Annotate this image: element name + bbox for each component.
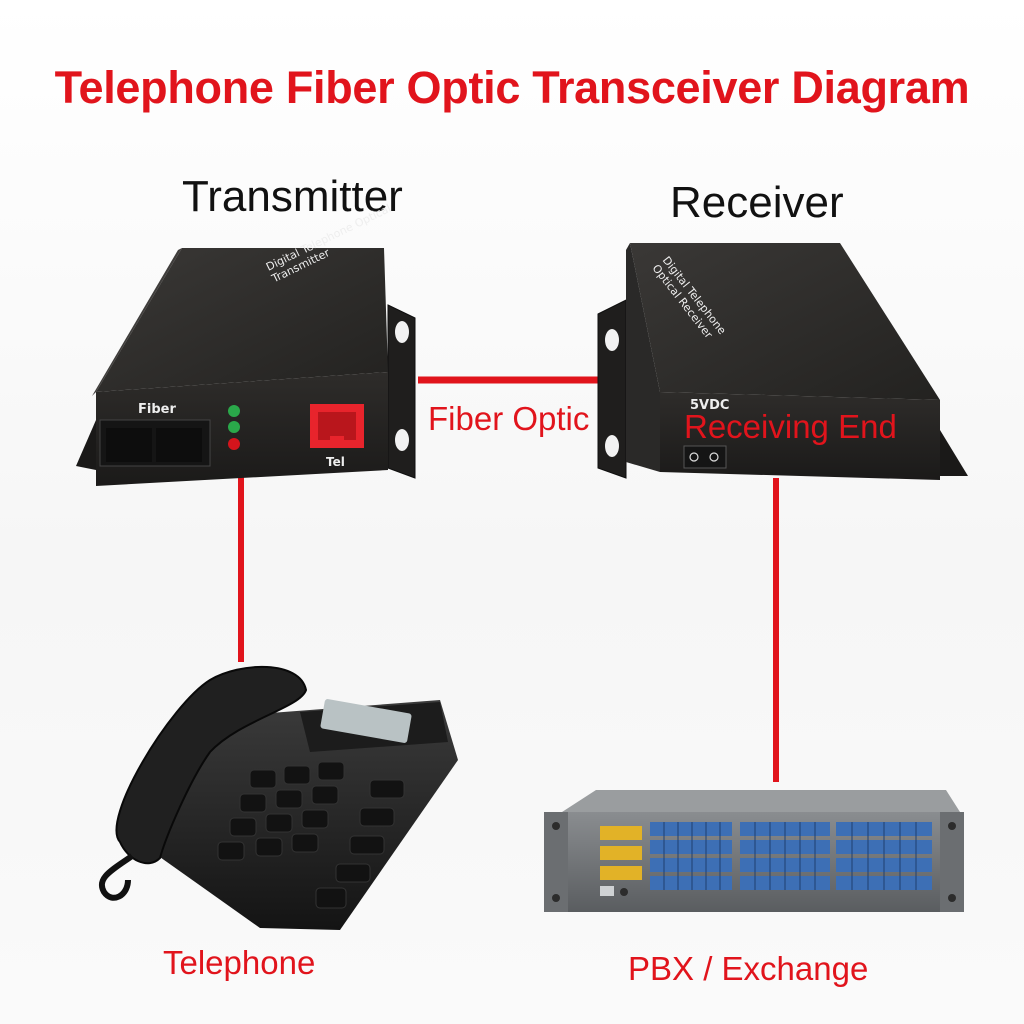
- transmitter-device-icon: [76, 248, 416, 486]
- pbx-rack-icon: [544, 790, 964, 912]
- diagram-title: Telephone Fiber Optic Transceiver Diagra…: [54, 62, 970, 113]
- fiber-port-label: Fiber: [138, 402, 176, 417]
- telephone-label: Telephone: [163, 944, 316, 981]
- connection-lines: [238, 376, 779, 782]
- pbx-label: PBX / Exchange: [628, 950, 869, 987]
- fiber-optic-label: Fiber Optic: [428, 400, 590, 437]
- receiving-end-label: Receiving End: [684, 408, 897, 445]
- transmitter-heading: Transmitter: [182, 172, 403, 221]
- receiver-device-icon: [597, 243, 968, 480]
- power-port-label: 5VDC: [690, 398, 730, 413]
- tel-port-label: Tel: [326, 455, 345, 469]
- telephone-icon: [99, 665, 458, 930]
- receiver-heading: Receiver: [670, 178, 844, 227]
